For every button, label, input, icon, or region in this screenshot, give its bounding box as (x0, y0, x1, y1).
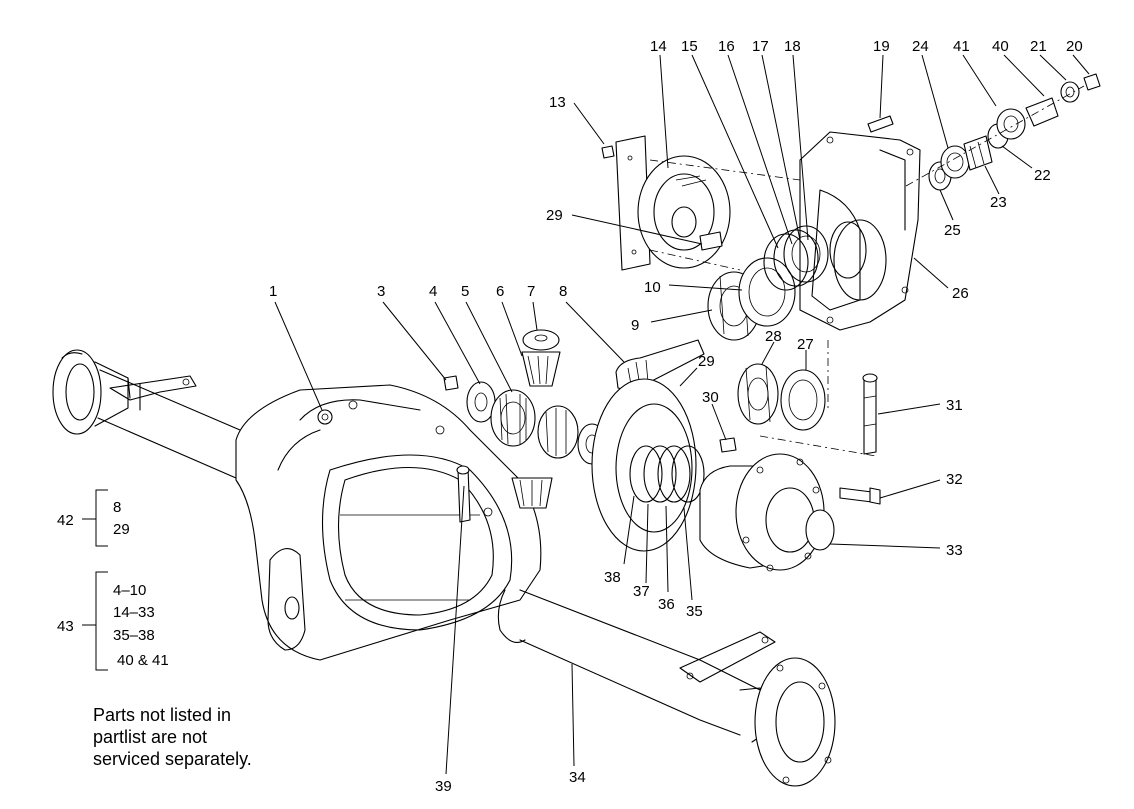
group-42: 42 8 29 (57, 489, 130, 547)
callout-32: 32 (946, 471, 963, 488)
callout-30: 30 (702, 389, 719, 406)
callout-14: 14 (650, 38, 667, 55)
group-42-id: 42 (57, 512, 74, 529)
axle-housing (52, 349, 836, 787)
callout-35: 35 (686, 603, 703, 620)
callout-41: 41 (953, 38, 970, 55)
callout-29-upper: 29 (546, 207, 563, 224)
callout-17: 17 (752, 38, 769, 55)
callout-24: 24 (912, 38, 929, 55)
group-42-item-1: 8 (113, 499, 121, 516)
group-43: 43 4–10 14–33 35–38 40 & 41 (57, 571, 169, 671)
callout-36: 36 (658, 596, 675, 613)
callout-8: 8 (559, 283, 567, 300)
callout-21: 21 (1030, 38, 1047, 55)
callout-3: 3 (377, 283, 385, 300)
callout-23: 23 (990, 194, 1007, 211)
group-43-item-1: 4–10 (113, 582, 146, 599)
callout-33: 33 (946, 542, 963, 559)
service-note-line-1: Parts not listed in (93, 705, 232, 725)
group-42-item-2: 29 (113, 521, 130, 538)
callout-31: 31 (946, 397, 963, 414)
callout-20: 20 (1066, 38, 1083, 55)
callout-5: 5 (461, 283, 469, 300)
callout-29-lower: 29 (698, 353, 715, 370)
leader-lines (274, 54, 1090, 775)
group-43-id: 43 (57, 618, 74, 635)
group-43-item-3: 35–38 (113, 627, 155, 644)
callout-13: 13 (549, 94, 566, 111)
callout-4: 4 (429, 283, 437, 300)
service-note-line-2: partlist are not (93, 727, 208, 747)
group-43-item-4: 40 & 41 (117, 652, 169, 669)
callout-27: 27 (797, 336, 814, 353)
callout-labels: 1 3 4 5 6 7 8 9 10 13 14 15 16 17 18 19 … (269, 38, 1083, 795)
bearing-stack (763, 73, 1101, 291)
callout-7: 7 (527, 283, 535, 300)
group-43-item-2: 14–33 (113, 604, 155, 621)
callout-18: 18 (784, 38, 801, 55)
callout-38: 38 (604, 569, 621, 586)
callout-22: 22 (1034, 167, 1051, 184)
callout-16: 16 (718, 38, 735, 55)
callout-28: 28 (765, 328, 782, 345)
callout-40: 40 (992, 38, 1009, 55)
callout-26: 26 (952, 285, 969, 302)
callout-19: 19 (873, 38, 890, 55)
callout-1: 1 (269, 283, 277, 300)
callout-10: 10 (644, 279, 661, 296)
callout-6: 6 (496, 283, 504, 300)
callout-9: 9 (631, 317, 639, 334)
service-note: Parts not listed in partlist are not ser… (93, 704, 252, 770)
differential-case (591, 340, 881, 572)
callout-15: 15 (681, 38, 698, 55)
callout-39: 39 (435, 778, 452, 795)
carrier-cover (601, 115, 921, 331)
callout-37: 37 (633, 583, 650, 600)
callout-34: 34 (569, 769, 586, 786)
callout-25: 25 (944, 222, 961, 239)
service-note-line-3: serviced separately. (93, 749, 252, 769)
